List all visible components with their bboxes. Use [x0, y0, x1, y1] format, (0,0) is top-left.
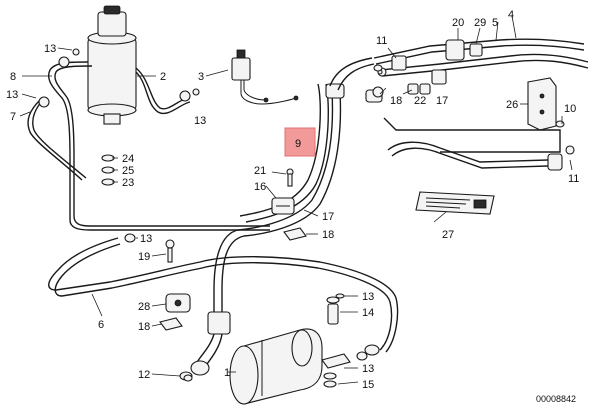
callout-27: 27 — [442, 229, 454, 241]
callout-15: 15 — [362, 379, 374, 391]
callout-4: 4 — [508, 9, 514, 21]
callout-20: 20 — [452, 17, 464, 29]
callout-14: 14 — [362, 307, 374, 319]
callout-21: 21 — [254, 165, 266, 177]
callout-11-b: 11 — [568, 173, 579, 185]
clamp-28 — [165, 293, 191, 313]
small-fittings — [124, 64, 565, 382]
callout-17-b: 17 — [322, 211, 334, 223]
callout-3: 3 — [198, 71, 204, 83]
callout-6: 6 — [98, 319, 104, 331]
callout-24: 24 — [122, 153, 134, 165]
right-line-11 — [372, 69, 575, 171]
washer-stack — [101, 154, 115, 186]
clamp-16 — [271, 197, 295, 215]
callout-13-d: 13 — [140, 233, 152, 245]
callout-18-mid: 18 — [322, 229, 334, 241]
callout-13-c: 13 — [194, 115, 206, 127]
highlight-box-9 — [284, 127, 316, 157]
callout-10: 10 — [564, 103, 576, 115]
bracket-26 — [527, 77, 557, 131]
callout-8: 8 — [10, 71, 16, 83]
leader-lines — [19, 15, 573, 385]
callout-1: 1 — [224, 367, 230, 379]
info-label-card — [415, 191, 495, 215]
callout-23: 23 — [122, 177, 134, 189]
callout-13-f: 13 — [362, 363, 374, 375]
callout-16: 16 — [254, 181, 266, 193]
callout-5: 5 — [492, 17, 498, 29]
callout-13-a: 13 — [44, 43, 56, 55]
callout-7: 7 — [10, 111, 16, 123]
accumulator — [229, 328, 323, 405]
callout-25: 25 — [122, 165, 134, 177]
callout-labels: 13 8 13 7 2 3 13 24 25 23 9 21 16 11 20 … — [6, 9, 579, 391]
callout-18-lower: 18 — [138, 321, 150, 333]
bolt-19 — [165, 239, 175, 263]
hose-9 — [213, 57, 375, 291]
drier-lines — [27, 48, 270, 231]
callout-13-e: 13 — [362, 291, 374, 303]
callout-28: 28 — [138, 301, 150, 313]
callout-9: 9 — [295, 138, 301, 150]
callout-29: 29 — [474, 17, 486, 29]
callout-26: 26 — [506, 99, 518, 111]
lower-hoses — [48, 237, 399, 381]
callout-13-b: 13 — [6, 89, 18, 101]
fitting-stack — [321, 293, 351, 388]
receiver-drier — [87, 5, 137, 125]
callout-17-a: 17 — [436, 95, 448, 107]
reference-number: 00008842 — [536, 394, 576, 404]
bracket-18-mid — [283, 227, 307, 241]
callout-2: 2 — [160, 71, 166, 83]
callout-18-top: 18 — [390, 95, 402, 107]
callout-12: 12 — [138, 369, 150, 381]
pressure-switch — [231, 49, 299, 105]
bracket-18-lower — [159, 317, 183, 331]
callout-11-a: 11 — [376, 35, 387, 47]
callout-22: 22 — [414, 95, 426, 107]
lower-right-fitting — [356, 344, 380, 361]
upper-right-lines — [365, 38, 589, 103]
callout-19: 19 — [138, 251, 150, 263]
